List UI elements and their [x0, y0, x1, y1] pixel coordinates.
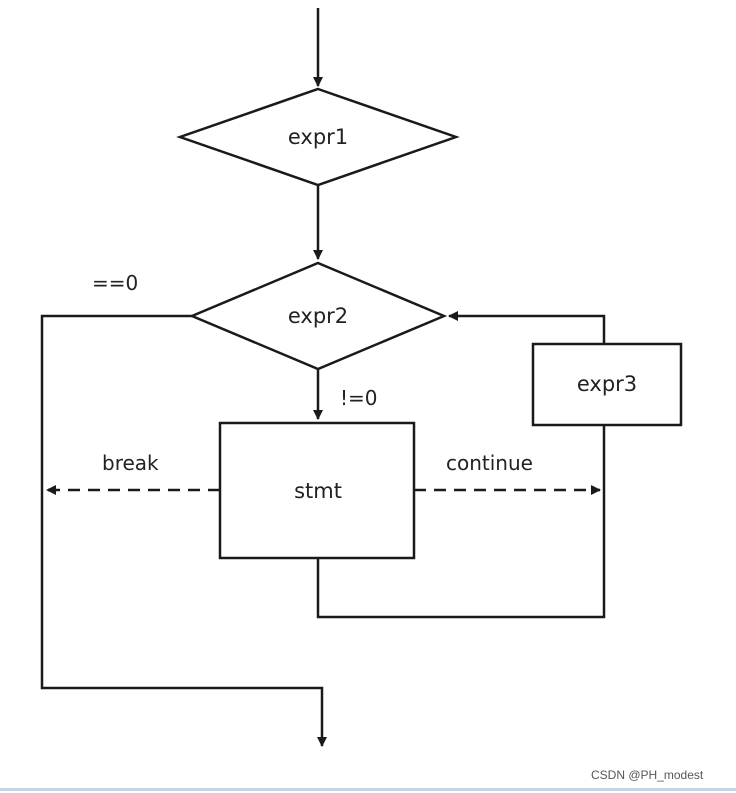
expr3-box	[531, 342, 683, 427]
continue-label: continue	[446, 451, 533, 475]
stmt-to-expr3-path	[316, 425, 606, 619]
stmt-label: stmt	[294, 479, 342, 503]
bottom-divider	[0, 788, 736, 791]
watermark: CSDN @PH_modest	[591, 768, 704, 782]
expr3-to-expr2-path	[448, 311, 606, 344]
expr1-label: expr1	[288, 125, 348, 149]
false-branch-label: ==0	[92, 271, 138, 295]
expr2-label: expr2	[288, 304, 348, 328]
break-label: break	[102, 451, 159, 475]
expr3-label: expr3	[577, 372, 637, 396]
false-branch-path	[40, 314, 327, 747]
true-branch-label: !=0	[340, 386, 378, 410]
